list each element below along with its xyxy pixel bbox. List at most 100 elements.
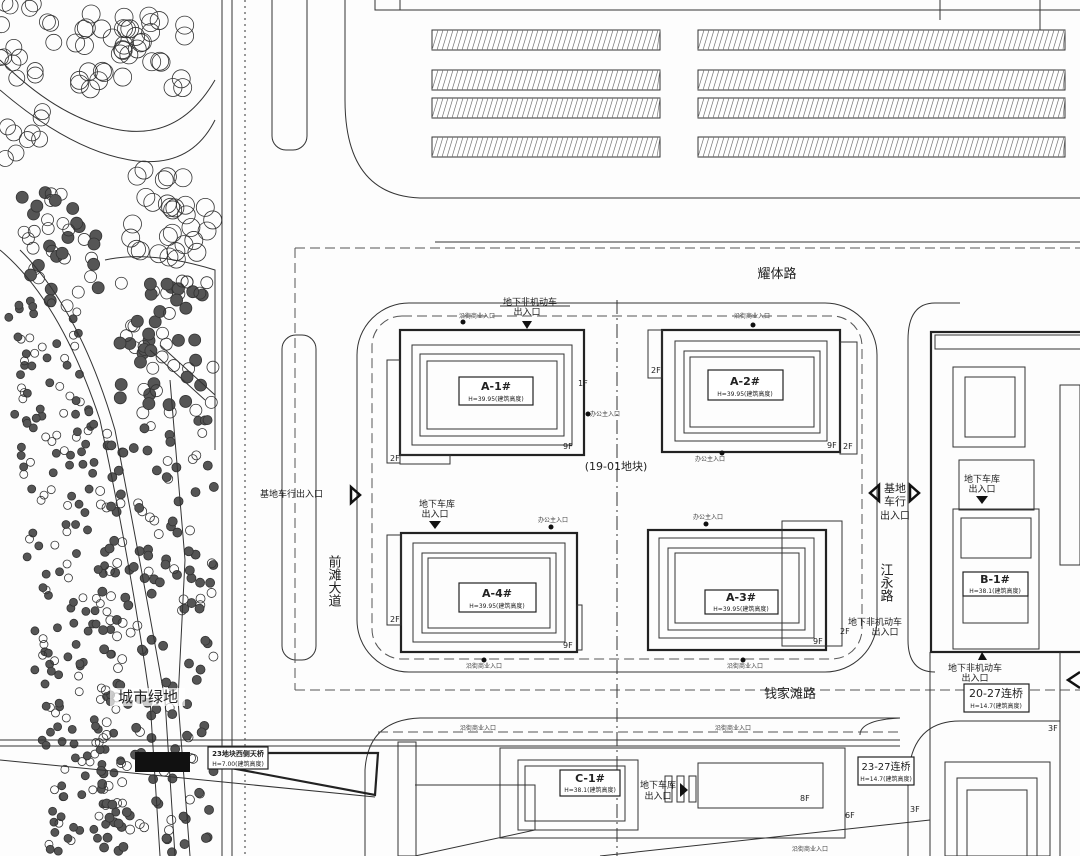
tree-icon [51,708,60,718]
tree-icon [78,593,88,603]
tree-icon [154,577,165,588]
tree-icon [153,305,167,318]
tree-icon [41,213,54,227]
tree-icon [55,567,64,577]
north-parking [295,0,1080,249]
tree-icon [109,768,119,778]
tree-icon [159,337,173,351]
tree-icon [27,361,37,371]
tree-icon [148,774,159,785]
tree-icon [81,79,100,99]
bike-entrance-label: 地下非机动车 [848,616,902,628]
tree-icon [175,15,195,35]
tree-icon [10,409,20,419]
tree-icon [38,650,48,660]
building-a4[interactable]: A-4# H=39.95(建筑高度) 2F 9F [386,531,583,654]
block-a-site [294,248,1080,856]
tree-icon [179,839,190,849]
building-a1[interactable]: A-1# H=39.95(建筑高度) 2F 9F 1F [386,328,588,465]
tree-icon [70,216,84,230]
tree-icon [69,597,78,607]
tree-icon [143,550,154,561]
tree-icon [194,603,205,614]
building-a2[interactable]: A-2# H=39.95(建筑高度) 2F 9F 2F [647,328,858,455]
tree-icon [175,274,189,288]
tree-icon [55,382,65,391]
tree-icon [72,549,81,558]
tree-icon [145,512,155,523]
entrance-arrow-icon [680,783,688,797]
tree-icon [42,353,52,363]
tree-icon [88,785,98,795]
tree-icon [71,753,80,763]
tree-icon [143,192,163,212]
tree-icon [123,600,134,611]
tree-icon [158,167,177,187]
tree-icon [84,484,94,494]
tree-icon [92,19,112,39]
tree-icon [142,327,156,341]
tree-icon [136,187,156,207]
tree-icon [31,130,49,148]
tree-icon [189,403,203,417]
tree-icon [206,558,217,569]
tree-icon [44,590,53,600]
tree-icon [24,0,42,13]
tree-icon [159,247,179,267]
block-c[interactable]: C-1# H=38.1(建筑高度) 地下车库 出入口 8F 6F 3F 23-2… [0,717,1061,856]
tree-icon [31,413,41,423]
tree-icon [87,237,101,251]
tree-icon [113,663,123,674]
tree-icon [104,566,115,576]
vehicle-entrance-west: 基地车行出入口 [260,488,323,500]
tree-icon [189,353,203,367]
garage-entrance-label: 地下车库 [964,473,1000,485]
tree-icon [131,722,142,733]
skybridge-23-west[interactable]: 23地块西侧天桥 H=7.00(建筑高度) [0,746,380,798]
tree-icon [184,565,195,576]
building-a3[interactable]: A-3# H=39.95(建筑高度) 9F 2F [646,520,850,652]
tree-icon [195,664,206,675]
tree-icon [90,606,100,616]
tree-icon [178,811,189,822]
tree-icon [111,704,121,714]
building-height: H=38.1(建筑高度) [564,786,616,794]
tree-icon [22,418,32,428]
tree-icon [47,437,57,446]
tree-icon [102,607,112,617]
block-b[interactable]: B-1# H=38.1(建筑高度) 地下车库 出入口 地下非机动车 出入口 20… [907,302,1080,856]
tree-icon [46,727,55,737]
entrance-arrow-icon [978,652,987,660]
tree-icon [66,33,86,53]
tree-icon [142,445,153,456]
tree-icon [16,370,25,379]
tree-icon [62,223,76,237]
building-name: A-2# [730,375,760,388]
tree-icon [39,490,49,500]
tree-icon [162,398,176,412]
tree-icon [95,599,105,608]
tree-icon [153,529,164,539]
tree-icon [200,635,211,646]
tree-icon [171,69,191,89]
parking-row [431,29,661,51]
tree-icon [149,244,169,264]
building-name: A-1# [481,380,511,393]
tree-icon [71,396,81,405]
tree-icon [118,798,127,808]
tree-icon [167,773,178,784]
west-road [221,0,346,856]
tree-icon [191,674,202,685]
tree-icon [26,62,44,79]
tree-icon [59,792,69,801]
tree-icon [113,41,133,60]
tree-icon [112,558,123,568]
tree-icon [28,423,38,433]
bike-entrance-label: 地下非机动车 [503,296,557,308]
tree-icon [106,649,116,659]
tree-icon [30,199,44,213]
tree-icon [52,339,62,349]
tree-icon [114,378,128,391]
tree-icon [113,336,127,350]
tree-icon [132,32,152,52]
